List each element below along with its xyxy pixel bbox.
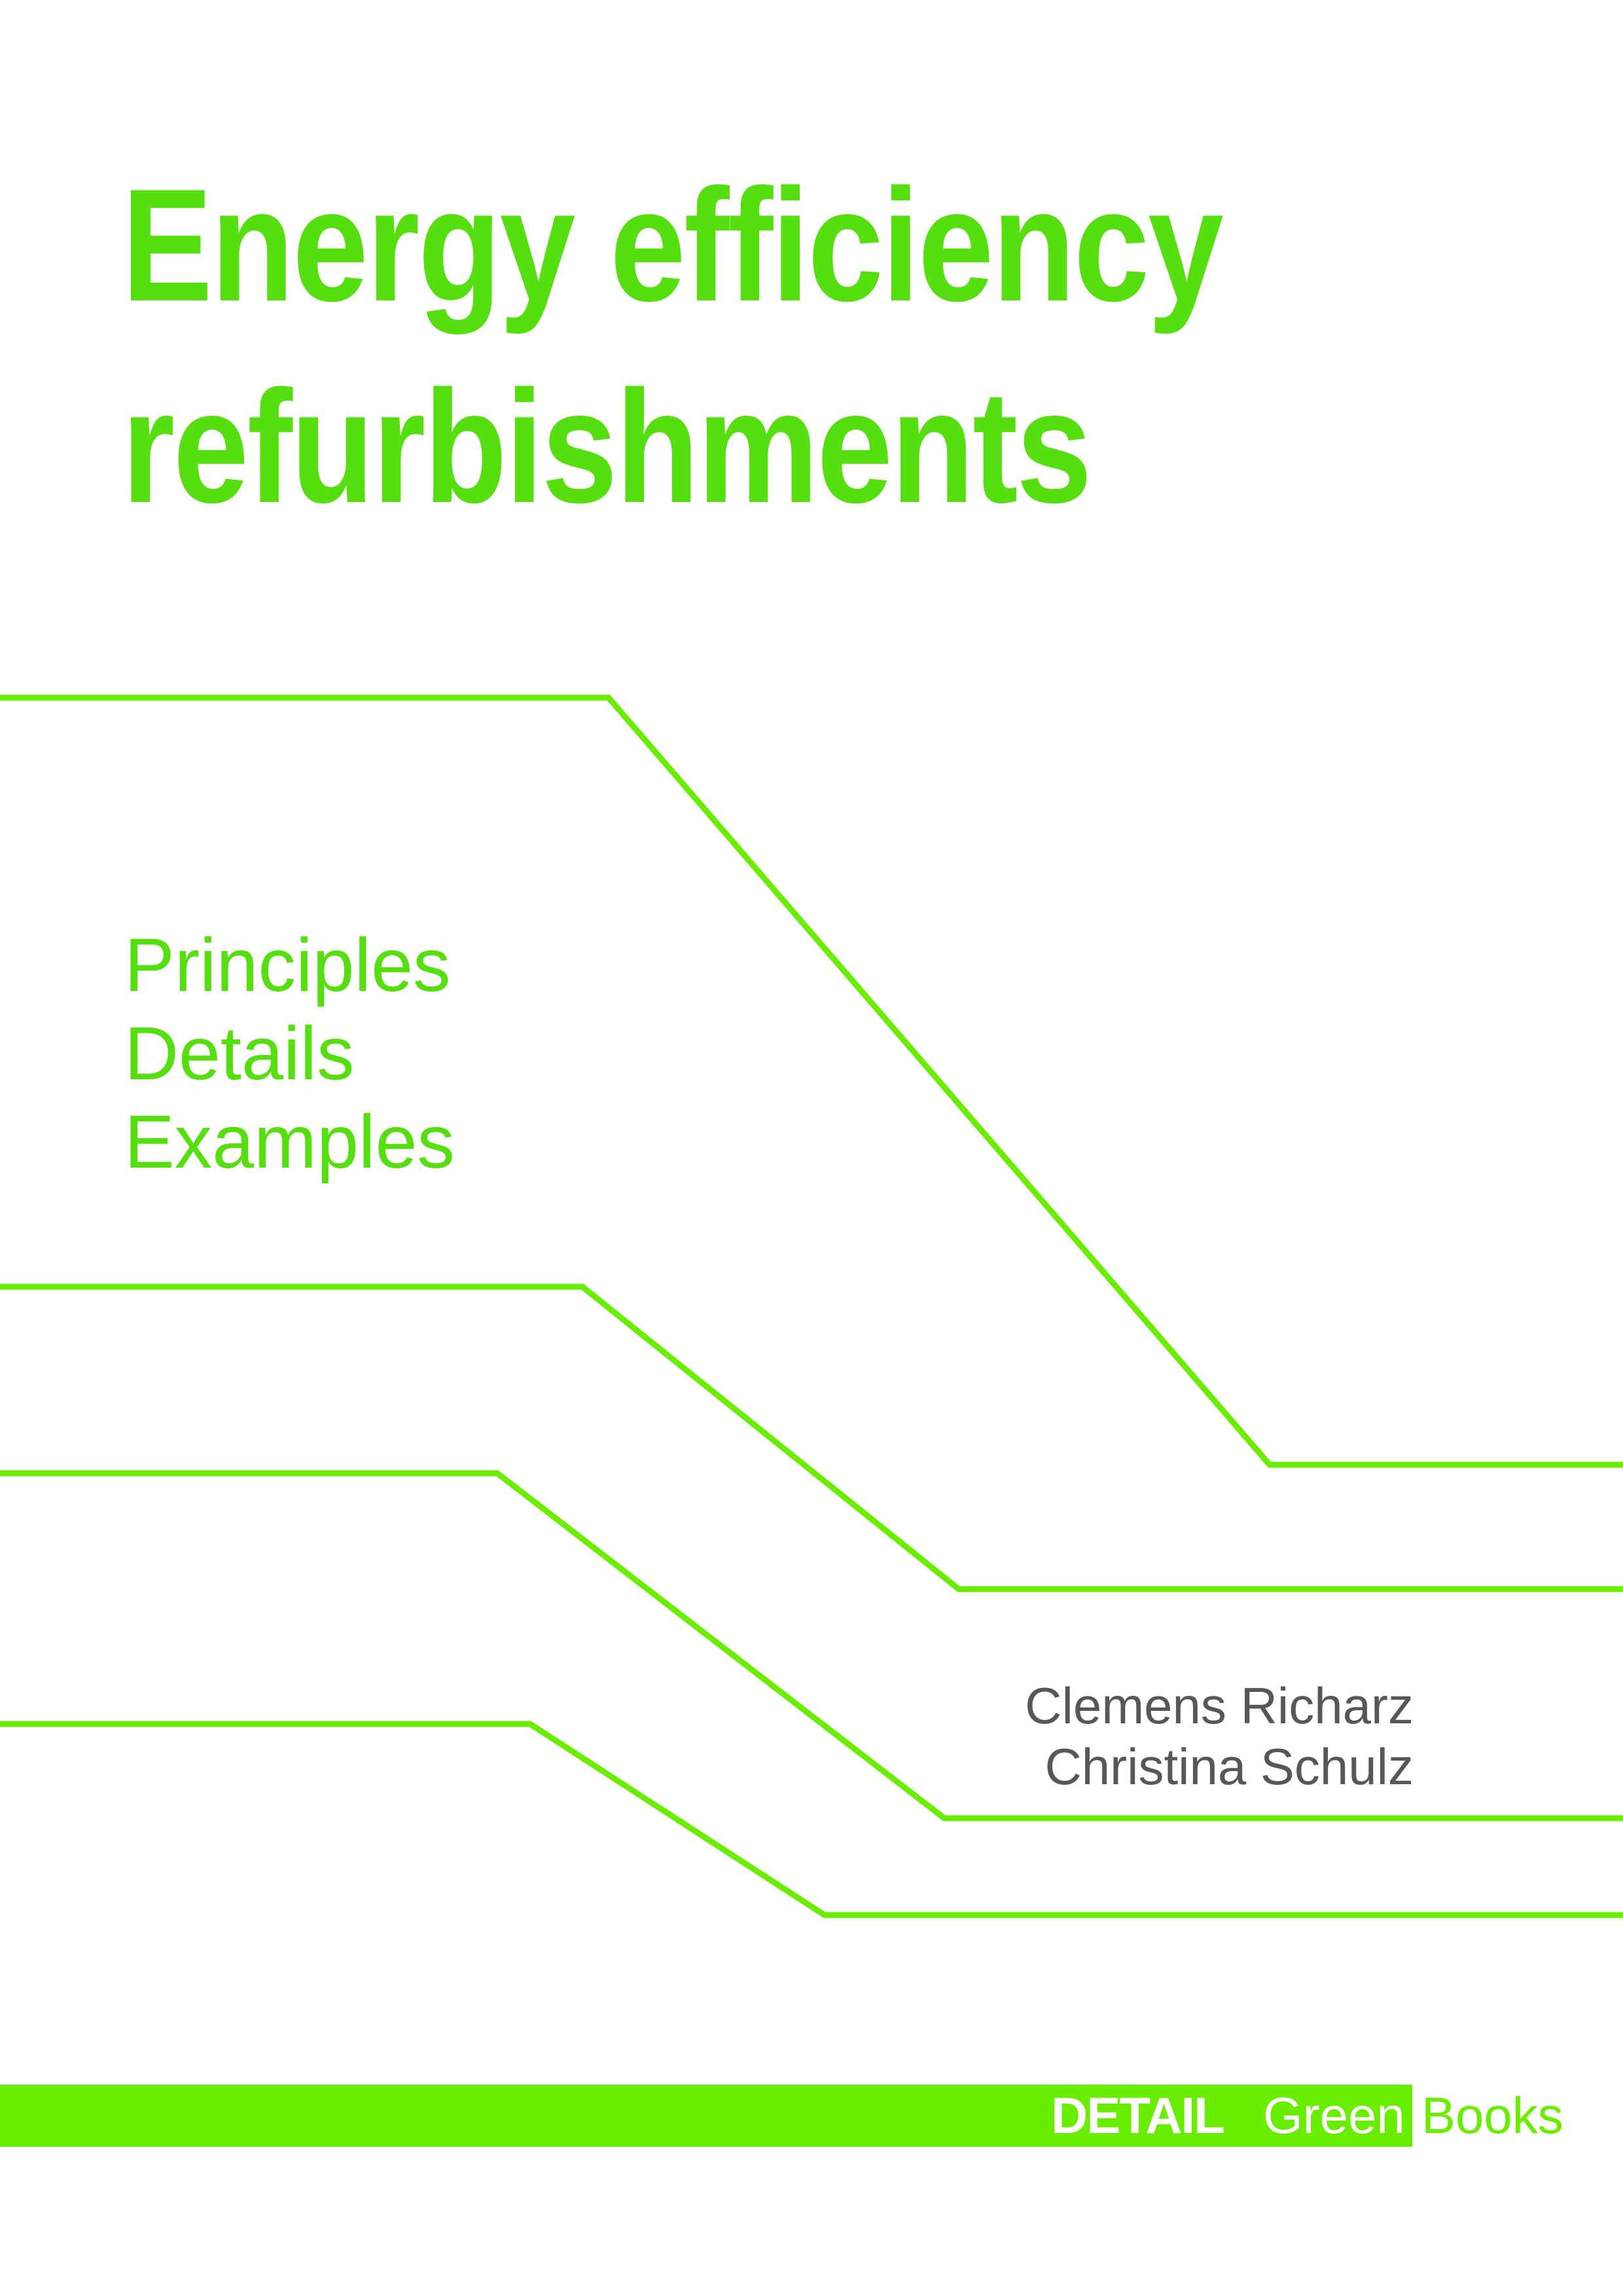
publisher-suffix-books: Books — [1421, 2087, 1563, 2144]
subtitle-principles: Principles — [124, 924, 451, 1007]
subtitle-list: Principles Details Examples — [124, 922, 455, 1187]
author-1: Clemens Richarz — [1025, 1677, 1414, 1734]
publisher-brand-detail: DETAIL — [1051, 2087, 1225, 2144]
title-line-2: refurbishments — [122, 367, 1261, 527]
layer-line — [0, 1721, 1623, 1918]
title-line-1: Energy efficiency — [122, 165, 1416, 325]
layer-line — [0, 694, 1623, 1468]
subtitle-details: Details — [124, 1012, 355, 1096]
authors: Clemens Richarz Christina Schulz — [1025, 1676, 1414, 1797]
publisher-band — [0, 2085, 1412, 2147]
layer-line — [0, 1470, 1623, 1821]
title-line-2-text: refurbishments — [122, 357, 1092, 536]
publisher-series-green: Green — [1263, 2087, 1405, 2144]
layer-line — [0, 1283, 1623, 1592]
subtitle-examples: Examples — [124, 1100, 455, 1184]
title-line-1-text: Energy efficiency — [122, 155, 1224, 334]
author-2: Christina Schulz — [1044, 1738, 1414, 1795]
